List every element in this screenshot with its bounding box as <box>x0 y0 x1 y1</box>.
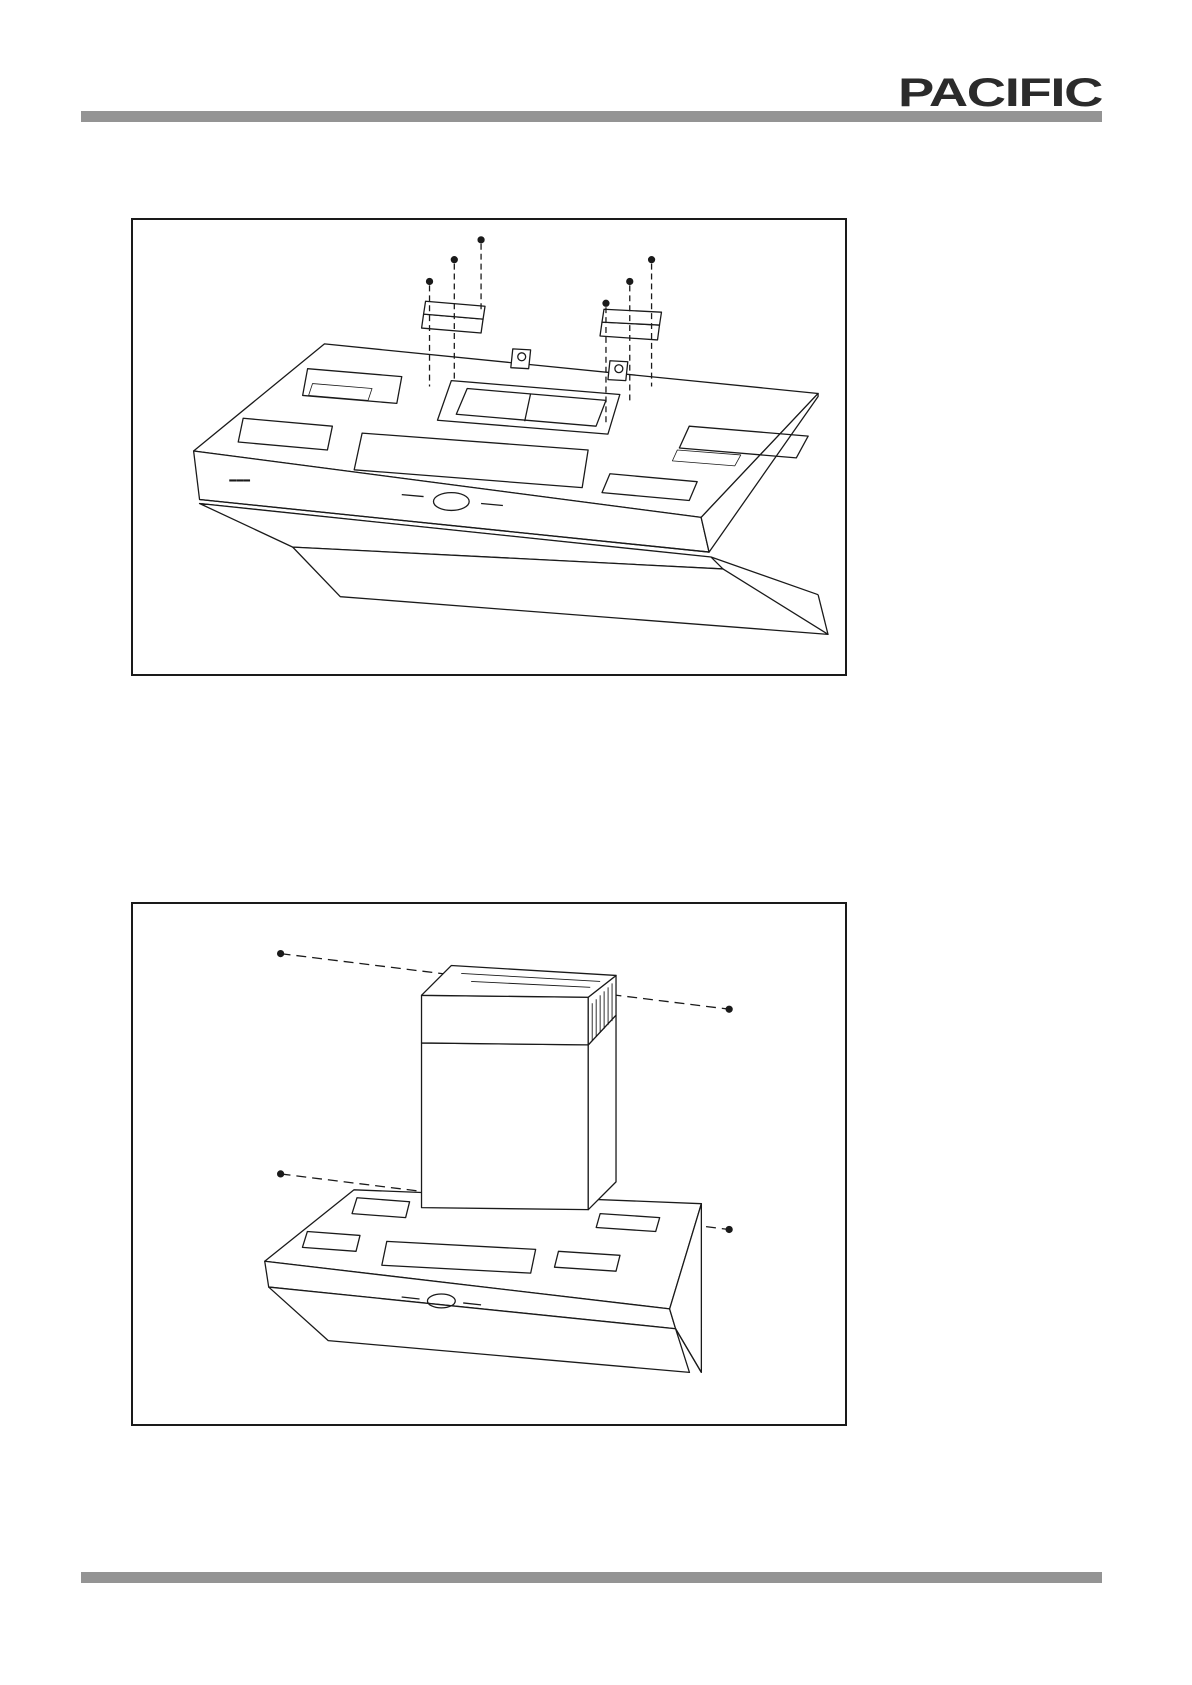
footer-rule <box>81 1572 1102 1583</box>
header-rule <box>81 111 1102 122</box>
range-hood-bracket-diagram-icon: ▬▬▬ <box>133 220 845 674</box>
pacific-logo-icon: PACIFIC <box>898 72 1104 112</box>
figure-chimney-mounting <box>131 902 847 1426</box>
figure-bracket-mounting: ▬▬▬ <box>131 218 847 676</box>
brand-logo: PACIFIC <box>898 72 1104 112</box>
brand-logo-text: PACIFIC <box>898 72 1102 112</box>
range-hood-chimney-diagram-icon <box>133 904 845 1424</box>
svg-text:▬▬▬: ▬▬▬ <box>229 477 250 484</box>
